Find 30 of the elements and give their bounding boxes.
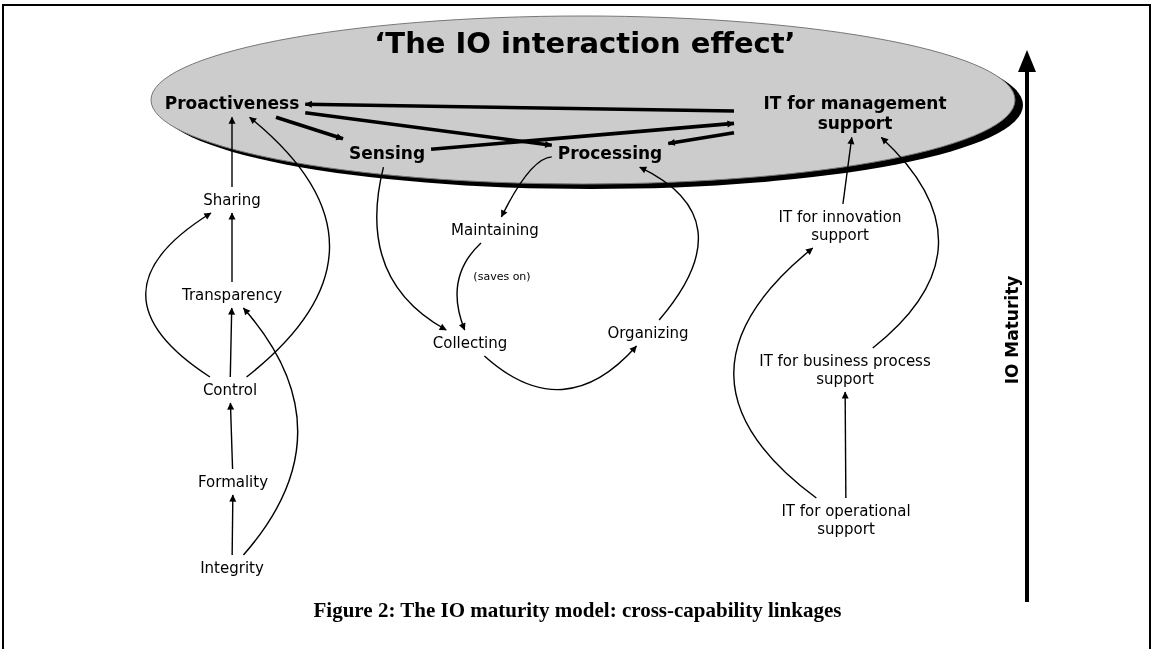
arrow — [639, 166, 699, 321]
arrow — [245, 116, 331, 378]
arrow — [483, 345, 638, 391]
capability-label: Proactiveness — [161, 91, 303, 115]
axis-label: IO Maturity — [1002, 275, 1022, 385]
arrow — [872, 136, 940, 349]
arrow — [500, 156, 553, 218]
arrow — [667, 131, 735, 146]
capability-label: IT for management support — [737, 91, 973, 135]
arrow — [456, 242, 482, 331]
arrow — [733, 247, 818, 499]
arrow — [376, 166, 447, 331]
figure-caption: Figure 2: The IO maturity model: cross-capability linkages — [312, 598, 843, 623]
arrow — [145, 212, 212, 378]
arrow — [227, 402, 235, 470]
arrow — [228, 116, 236, 188]
arrow — [841, 391, 849, 499]
arrow — [229, 494, 237, 556]
arrow — [305, 110, 553, 148]
capability-label: Processing — [554, 141, 666, 165]
arrow — [842, 136, 855, 205]
arrow — [228, 212, 236, 283]
ellipse-title: ‘The IO interaction effect’ — [373, 26, 797, 60]
arrow — [304, 100, 735, 113]
capability-label: Sensing — [345, 141, 429, 165]
edge-label: (saves on) — [471, 269, 533, 283]
arrow — [275, 115, 344, 141]
arrow — [242, 307, 299, 556]
arrow — [228, 307, 236, 378]
arrow — [430, 120, 735, 152]
